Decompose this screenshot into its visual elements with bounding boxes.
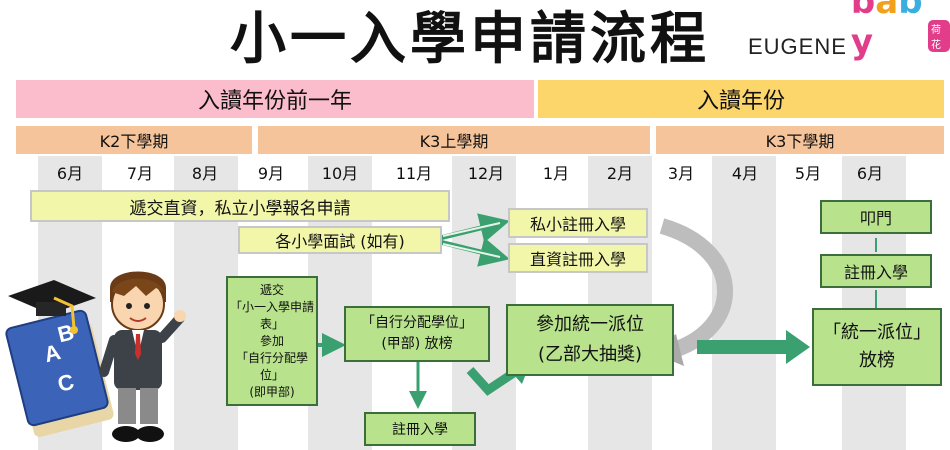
logo-letter: y: [850, 22, 874, 62]
svg-text:C: C: [55, 369, 77, 397]
month-label: 5月: [794, 164, 822, 183]
logo-letter: b: [850, 0, 876, 22]
month-label: 2月: [606, 164, 634, 183]
step-submit-line: (即甲部): [249, 384, 295, 399]
step-private-register: 私小註冊入學: [508, 208, 648, 238]
step-central-result-line: 「統一派位」: [823, 322, 931, 343]
month-label: 12月: [467, 164, 505, 183]
abc-book-illustration: A B C: [5, 280, 114, 437]
step-submit-application: 遞交 「小一入學申請表」 參加 「自行分配學位」 (即甲部): [226, 276, 318, 406]
step-school-interviews: 各小學面試 (如有): [238, 226, 442, 254]
step-discretionary-register: 註冊入學: [364, 412, 476, 446]
page-title: 小一入學申請流程: [230, 7, 710, 72]
logo-letter: a: [875, 0, 899, 22]
term-k3-second: K3下學期: [656, 126, 944, 154]
svg-text:B: B: [55, 319, 76, 347]
step-discretionary-line: (甲部) 放榜: [381, 336, 453, 352]
month-column: [588, 156, 652, 450]
month-label: 8月: [191, 164, 219, 183]
month-column: [452, 156, 516, 450]
step-submit-line: 「自行分配學位」: [235, 350, 308, 382]
step-submit-line: 參加: [259, 333, 284, 348]
logo-badge: 荷花: [928, 20, 950, 52]
band-entry-year: 入讀年份: [538, 80, 944, 118]
step-submit-line: 「小一入學申請表」: [229, 299, 314, 331]
month-label: 7月: [126, 164, 154, 183]
logo-letter: b: [898, 0, 923, 22]
month-label: 11月: [395, 164, 433, 183]
month-label: 6月: [56, 164, 84, 183]
month-label: 4月: [731, 164, 759, 183]
month-label: 3月: [667, 164, 695, 183]
band-previous-year: 入讀年份前一年: [16, 80, 534, 118]
step-knock-door: 叩門: [820, 200, 932, 234]
logo-text-eugene: EUGENE: [748, 34, 847, 59]
step-dss-private-application: 遞交直資，私立小學報名申請: [30, 190, 450, 222]
svg-text:A: A: [41, 339, 63, 367]
step-discretionary-line: 「自行分配學位」: [361, 315, 473, 331]
logo-text-baby: baby: [851, 0, 926, 62]
step-central-line: 參加統一派位: [536, 314, 644, 335]
step-central-allocation: 參加統一派位 (乙部大抽獎): [506, 304, 674, 376]
step-central-line: (乙部大抽獎): [537, 344, 643, 365]
month-label: 9月: [257, 164, 285, 183]
month-column: [712, 156, 776, 450]
step-discretionary-result: 「自行分配學位」 (甲部) 放榜: [344, 306, 490, 362]
month-label: 10月: [321, 164, 359, 183]
student-boy-illustration: [99, 271, 186, 442]
step-central-result-line: 放榜: [859, 350, 895, 371]
term-k3-first: K3上學期: [258, 126, 650, 154]
step-final-register: 註冊入學: [820, 254, 932, 288]
brand-logo: EUGENE baby 荷花: [748, 0, 950, 62]
step-submit-line: 遞交: [259, 282, 284, 297]
step-central-result: 「統一派位」 放榜: [812, 308, 942, 386]
term-k2-second: K2下學期: [16, 126, 252, 154]
month-label: 6月: [856, 164, 884, 183]
arrowhead-central-to-result: [786, 330, 810, 364]
month-label: 1月: [542, 164, 570, 183]
step-dss-register: 直資註冊入學: [508, 243, 648, 273]
